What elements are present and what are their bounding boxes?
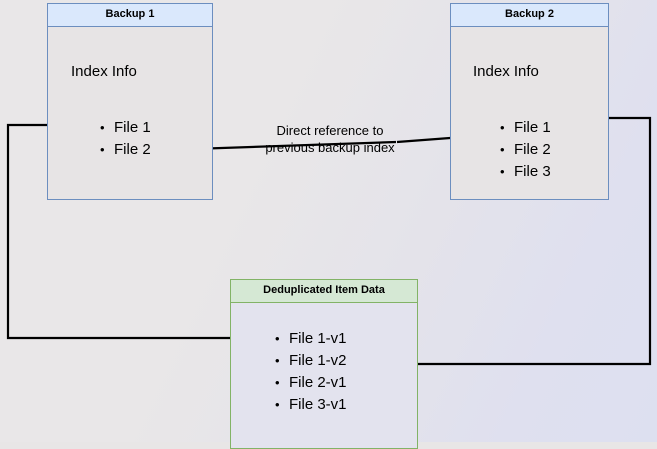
direct-reference-label: Direct reference to previous backup inde… bbox=[265, 123, 395, 155]
backup-2-file-list: File 1 File 2 File 3 bbox=[500, 117, 551, 183]
node-backup-1-header: Backup 1 bbox=[48, 4, 212, 27]
node-backup-2-header: Backup 2 bbox=[451, 4, 608, 27]
list-item: File 1-v1 bbox=[275, 328, 347, 350]
backup-2-index-info-label: Index Info bbox=[473, 63, 539, 80]
list-item: File 3-v1 bbox=[275, 394, 347, 416]
list-item: File 2 bbox=[100, 139, 151, 161]
node-backup-2-body: Index Info File 1 File 2 File 3 bbox=[451, 27, 608, 199]
list-item: File 3 bbox=[500, 161, 551, 183]
list-item: File 2 bbox=[500, 139, 551, 161]
list-item: File 1-v2 bbox=[275, 350, 347, 372]
node-dedup-body: File 1-v1 File 1-v2 File 2-v1 File 3-v1 bbox=[231, 303, 417, 449]
backup-1-index-info-label: Index Info bbox=[71, 63, 137, 80]
edge-backup2-to-dedup bbox=[379, 116, 652, 369]
node-backup-1-body: Index Info File 1 File 2 bbox=[48, 27, 212, 199]
dedup-file-list: File 1-v1 File 1-v2 File 2-v1 File 3-v1 bbox=[275, 328, 347, 416]
node-dedup-header: Deduplicated Item Data bbox=[231, 280, 417, 303]
list-item: File 1 bbox=[500, 117, 551, 139]
node-deduplicated-item-data[interactable]: Deduplicated Item Data File 1-v1 File 1-… bbox=[230, 279, 418, 449]
list-item: File 2-v1 bbox=[275, 372, 347, 394]
list-item: File 1 bbox=[100, 117, 151, 139]
node-backup-1[interactable]: Backup 1 Index Info File 1 File 2 bbox=[47, 3, 213, 200]
backup-1-file-list: File 1 File 2 bbox=[100, 117, 151, 161]
node-backup-2[interactable]: Backup 2 Index Info File 1 File 2 File 3 bbox=[450, 3, 609, 200]
